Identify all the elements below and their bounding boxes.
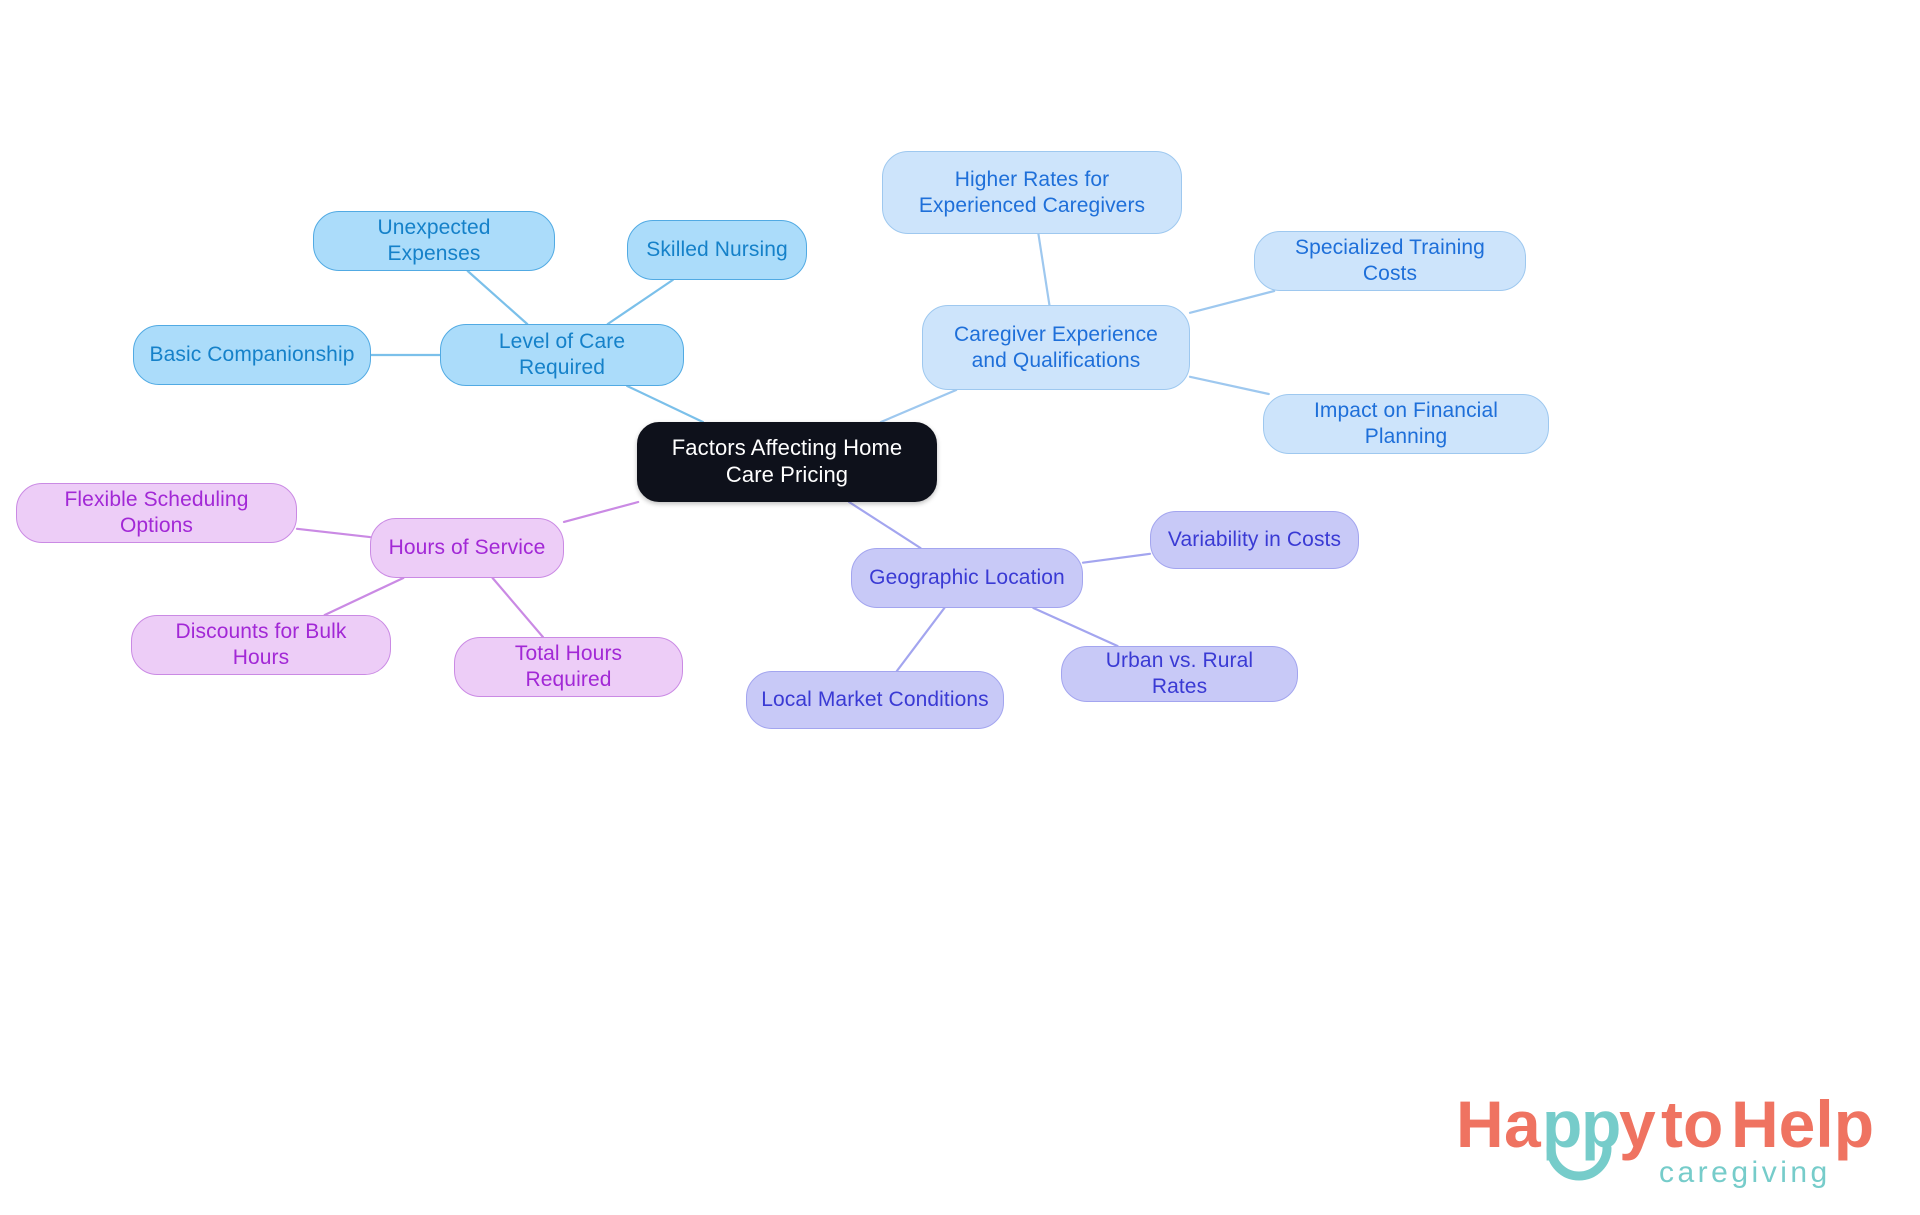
- edge-hours-of-service-to-total-hours-required: [491, 576, 545, 639]
- mindmap-leaf-node-impact-on-financial-planning[interactable]: Impact on Financial Planning: [1263, 394, 1549, 454]
- logo-word-help: Help: [1731, 1087, 1874, 1161]
- logo-letter-a: a: [1504, 1087, 1542, 1161]
- logo-letter-y: y: [1619, 1087, 1656, 1161]
- mindmap-branch-node-geographic-location[interactable]: Geographic Location: [851, 548, 1083, 608]
- mindmap-leaf-node-urban-vs-rural-rates[interactable]: Urban vs. Rural Rates: [1061, 646, 1298, 702]
- brand-logo: H a p p y to Help caregiving: [1456, 1087, 1874, 1189]
- mindmap-branch-node-hours-of-service[interactable]: Hours of Service: [370, 518, 564, 578]
- mindmap-leaf-node-variability-in-costs[interactable]: Variability in Costs: [1150, 511, 1359, 569]
- mindmap-leaf-node-discounts-for-bulk-hours[interactable]: Discounts for Bulk Hours: [131, 615, 391, 675]
- logo-letter-H: H: [1456, 1087, 1504, 1161]
- edge-root-to-geographic-location: [847, 500, 922, 550]
- mindmap-leaf-node-flexible-scheduling-options[interactable]: Flexible Scheduling Options: [16, 483, 297, 543]
- wordmark-happy-to-help: H a p p y to Help: [1456, 1087, 1874, 1181]
- mindmap-branch-node-caregiver-experience-and-qualifications[interactable]: Caregiver Experience and Qualifications: [922, 305, 1190, 390]
- edge-root-to-level-of-care-required: [626, 384, 704, 424]
- logo-letter-p-second: p: [1581, 1087, 1621, 1161]
- logo-tagline: caregiving: [1659, 1156, 1831, 1189]
- logo-word-to: to: [1661, 1087, 1723, 1161]
- edge-hours-of-service-to-discounts-for-bulk-hours: [323, 576, 405, 617]
- mindmap-leaf-node-unexpected-expenses[interactable]: Unexpected Expenses: [313, 211, 555, 271]
- mindmap-leaf-node-local-market-conditions[interactable]: Local Market Conditions: [746, 671, 1004, 729]
- mindmap-branch-node-level-of-care-required[interactable]: Level of Care Required: [440, 324, 684, 386]
- mindmap-leaf-node-specialized-training-costs[interactable]: Specialized Training Costs: [1254, 231, 1526, 291]
- edge-caregiver-experience-and-qualifications-to-impact-on-financial-planning: [1188, 375, 1270, 396]
- edge-caregiver-experience-and-qualifications-to-higher-rates-for-experienced-caregivers: [1037, 232, 1051, 307]
- edge-geographic-location-to-variability-in-costs: [1081, 552, 1152, 564]
- edge-root-to-caregiver-experience-and-qualifications: [879, 388, 958, 424]
- mindmap-leaf-node-skilled-nursing[interactable]: Skilled Nursing: [627, 220, 807, 280]
- edge-caregiver-experience-and-qualifications-to-specialized-training-costs: [1188, 289, 1276, 314]
- mindmap-leaf-node-higher-rates-for-experienced-caregivers[interactable]: Higher Rates for Experienced Caregivers: [882, 151, 1182, 234]
- mindmap-leaf-node-total-hours-required[interactable]: Total Hours Required: [454, 637, 683, 697]
- edge-root-to-hours-of-service: [562, 500, 640, 524]
- edge-level-of-care-required-to-skilled-nursing: [606, 278, 674, 326]
- edge-level-of-care-required-to-unexpected-expenses: [466, 269, 529, 326]
- mindmap-leaf-node-basic-companionship[interactable]: Basic Companionship: [133, 325, 371, 385]
- edge-hours-of-service-to-flexible-scheduling-options: [295, 527, 372, 539]
- edge-geographic-location-to-local-market-conditions: [895, 606, 946, 673]
- smile-arc-icon: [1546, 1143, 1612, 1181]
- edge-geographic-location-to-urban-vs-rural-rates: [1032, 606, 1119, 648]
- mindmap-root-node[interactable]: Factors Affecting Home Care Pricing: [637, 422, 937, 502]
